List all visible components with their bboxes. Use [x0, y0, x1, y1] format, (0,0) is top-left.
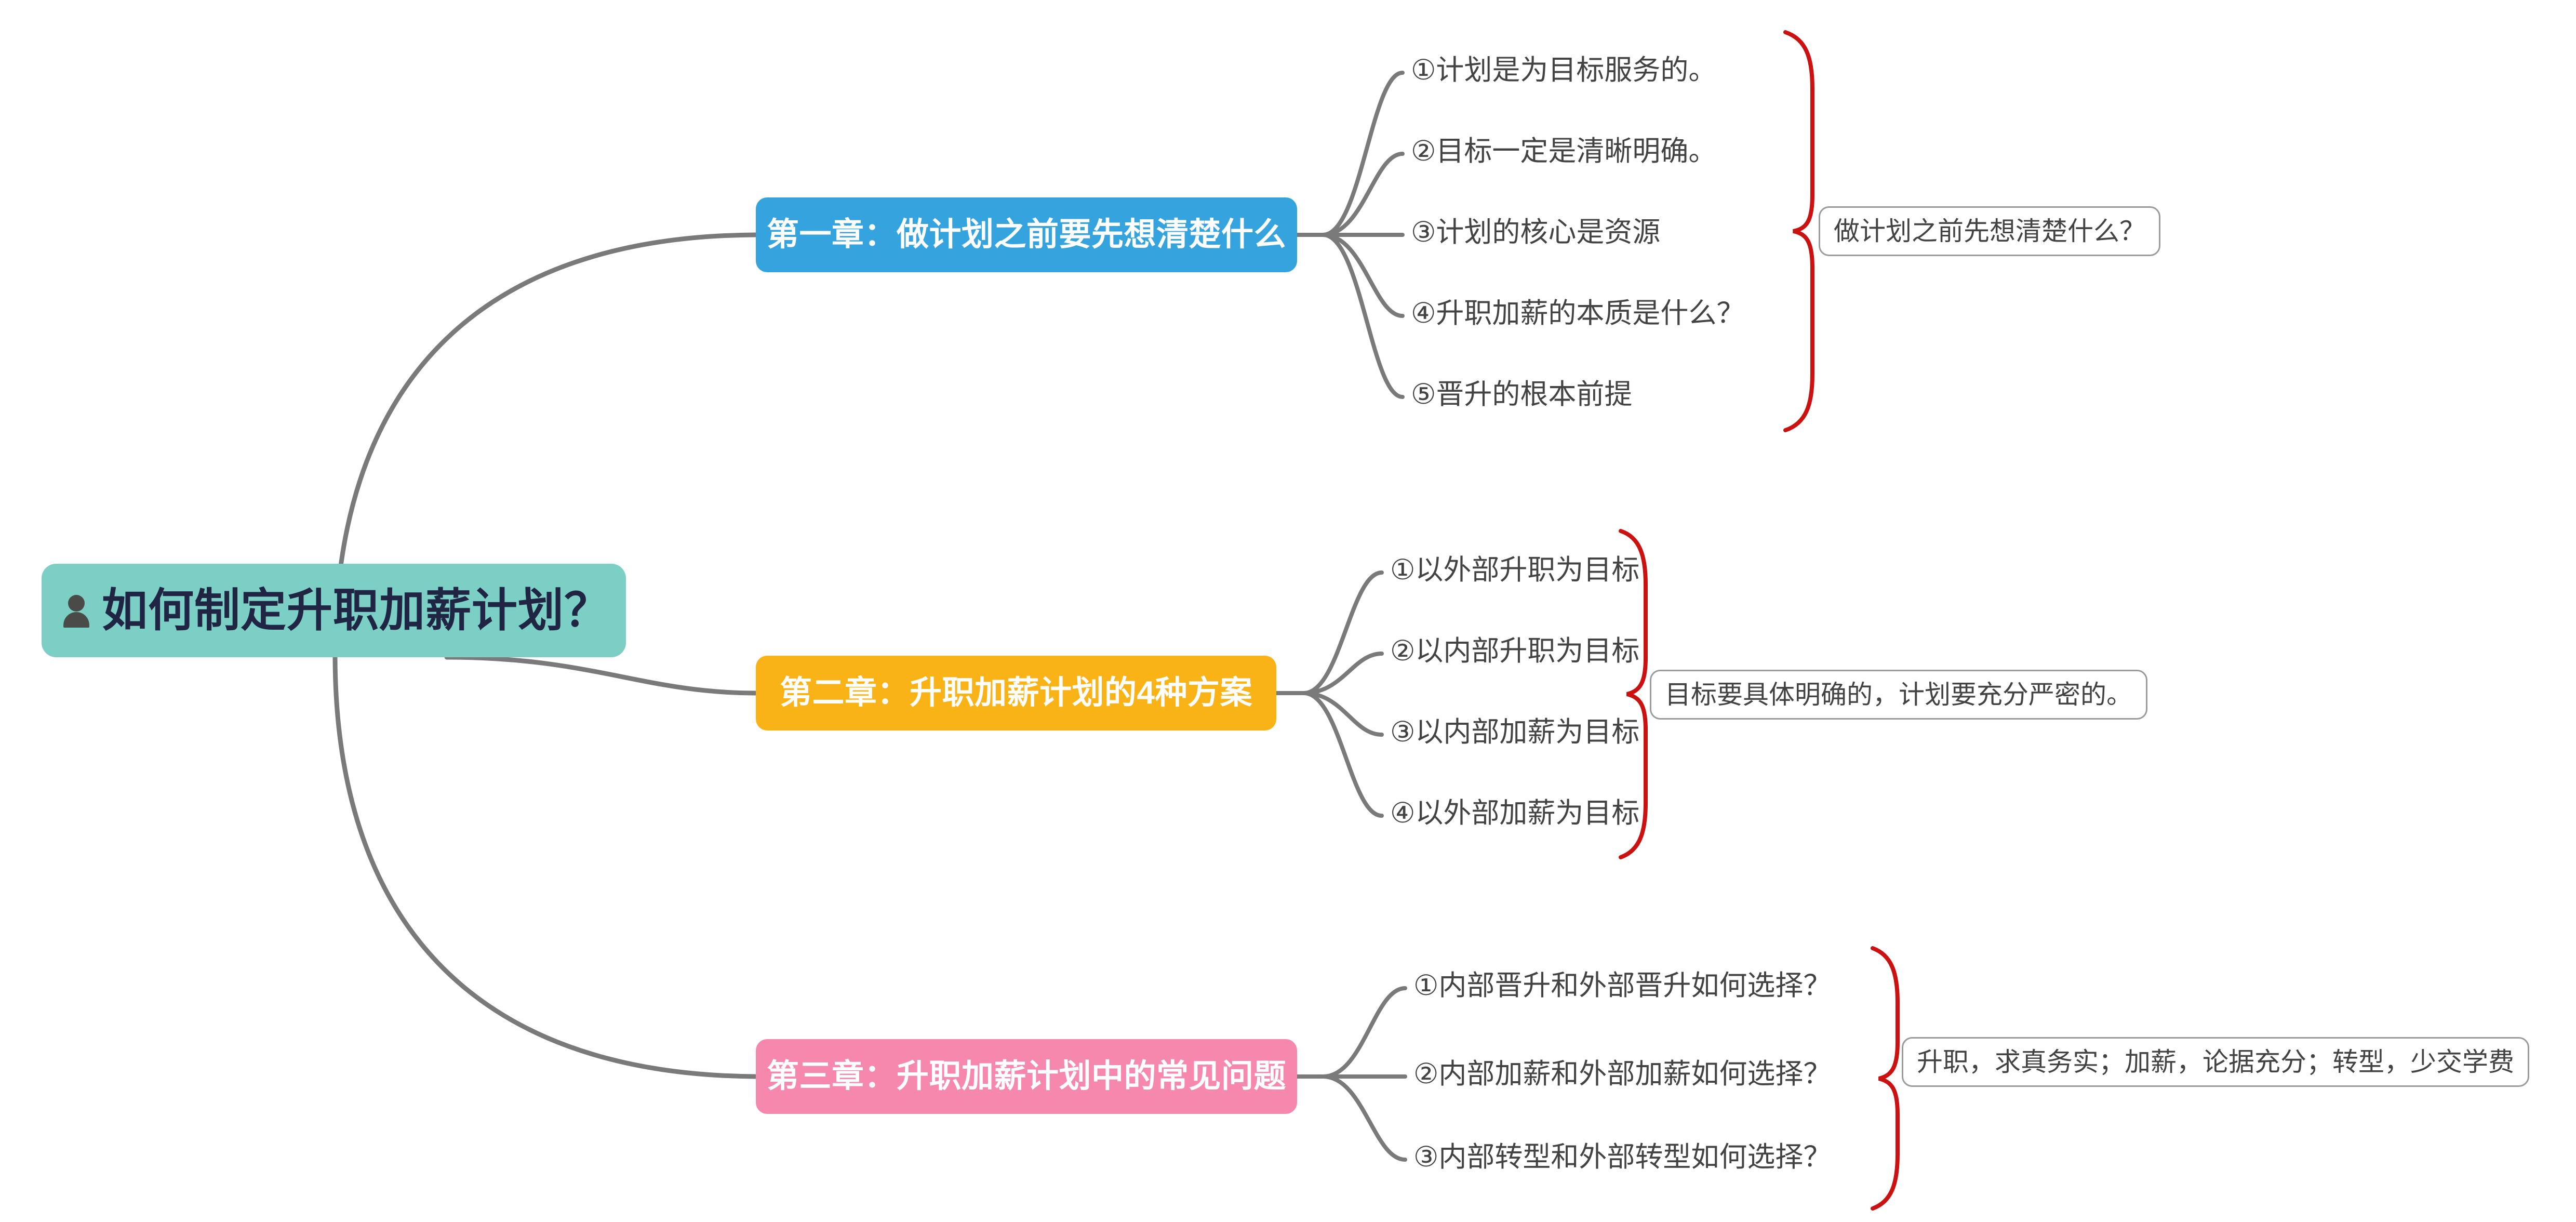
person-icon: [63, 595, 89, 628]
chapter-1-item-2[interactable]: ②目标一定是清晰明确。: [1411, 136, 1717, 167]
edge-chapter-1-item-4: [1321, 233, 1405, 318]
chapter-3-summary-box[interactable]: 升职，求真务实；加薪，论据充分；转型，少交学费: [1902, 1037, 2529, 1087]
edge-chapter-2-item-1: [1302, 570, 1384, 695]
chapter-1-summary-box[interactable]: 做计划之前先想清楚什么？: [1819, 206, 2160, 256]
edge-chapter-2-item-2: [1302, 652, 1384, 695]
chapter-3-item-1[interactable]: ①内部晋升和外部晋升如何选择？: [1413, 970, 1832, 1001]
edge-chapter-3-item-3: [1321, 1074, 1407, 1162]
chapter-1-item-5[interactable]: ⑤晋升的根本前提: [1411, 379, 1633, 410]
chapter-node-2[interactable]: 第二章：升职加薪计划的4种方案: [756, 656, 1276, 730]
edge-chapter-1-item-1: [1321, 71, 1405, 237]
edge-chapter-1-item-5: [1321, 233, 1405, 399]
brace-chapter-1: [1783, 30, 1814, 432]
chapter-1-item-4[interactable]: ④升职加薪的本质是什么？: [1411, 298, 1745, 329]
chapter-3-summary-label: 升职，求真务实；加薪，论据充分；转型，少交学费: [1917, 1047, 2514, 1077]
edge-chapter-3-item-1: [1321, 986, 1407, 1079]
brace-chapter-3: [1871, 946, 1900, 1211]
chapter-node-3[interactable]: 第三章：升职加薪计划中的常见问题: [756, 1039, 1297, 1114]
edge-chapter-2-item-4: [1302, 691, 1384, 818]
chapter-3-item-3[interactable]: ③内部转型和外部转型如何选择？: [1413, 1141, 1832, 1173]
chapter-2-item-4[interactable]: ④以外部加薪为目标: [1390, 798, 1640, 829]
chapter-1-item-3[interactable]: ③计划的核心是资源: [1411, 217, 1661, 248]
chapter-2-item-3[interactable]: ③以内部加薪为目标: [1390, 716, 1640, 748]
chapter-1-summary-label: 做计划之前先想清楚什么？: [1834, 217, 2145, 246]
chapter-3-item-2[interactable]: ②内部加薪和外部加薪如何选择？: [1413, 1058, 1832, 1090]
chapter-2-item-1[interactable]: ①以外部升职为目标: [1390, 554, 1640, 586]
root-label: 如何制定升职加薪计划？: [102, 585, 611, 636]
chapter-node-1[interactable]: 第一章：做计划之前要先想清楚什么: [756, 197, 1297, 272]
chapter-1-item-1[interactable]: ①计划是为目标服务的。: [1411, 55, 1717, 86]
edge-chapter-1-item-2: [1321, 152, 1405, 237]
chapter-2-summary-box[interactable]: 目标要具体明确的，计划要充分严密的。: [1650, 670, 2147, 720]
edge-root-chapter-2: [444, 655, 758, 696]
chapter-2-label: 第二章：升职加薪计划的4种方案: [780, 675, 1252, 711]
chapter-2-summary-label: 目标要具体明确的，计划要充分严密的。: [1665, 680, 2132, 709]
chapter-2-item-2[interactable]: ②以内部升职为目标: [1390, 635, 1640, 667]
chapter-3-label: 第三章：升职加薪计划中的常见问题: [767, 1058, 1287, 1094]
root-node[interactable]: 如何制定升职加薪计划？: [42, 564, 626, 657]
edge-chapter-2-item-3: [1302, 691, 1384, 737]
edge-root-chapter-3: [332, 652, 758, 1079]
chapter-1-label: 第一章：做计划之前要先想清楚什么: [767, 217, 1287, 253]
